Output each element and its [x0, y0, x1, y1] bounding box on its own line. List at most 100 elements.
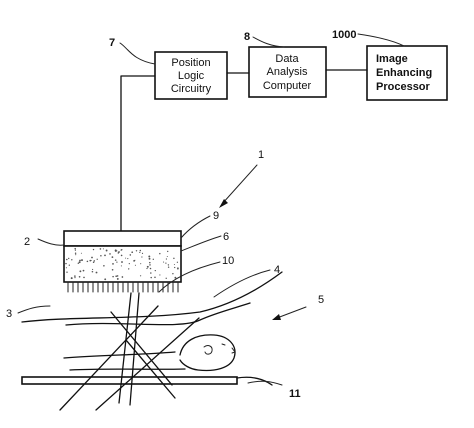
stipple-dot	[154, 276, 156, 279]
stipple-dot	[99, 248, 102, 250]
stipple-dot	[129, 254, 132, 256]
stipple-dot	[65, 262, 67, 265]
leader-6	[180, 235, 222, 252]
leader-2	[37, 238, 65, 246]
table-extension	[236, 376, 273, 386]
stipple-dot	[79, 270, 82, 273]
stipple-dot	[78, 275, 81, 278]
stipple-dot	[95, 271, 98, 274]
leader-4	[213, 269, 271, 298]
stipple-dot	[112, 275, 114, 278]
stipple-dot	[91, 256, 93, 259]
stipple-dot	[96, 258, 98, 260]
leader-lines	[17, 33, 405, 386]
stipple-dot	[81, 259, 83, 262]
stipple-dot	[149, 264, 151, 266]
ray-2	[118, 292, 132, 404]
ref-2: 2	[24, 236, 30, 248]
stipple-dot	[79, 259, 81, 262]
stipple-dot	[100, 255, 102, 257]
patient-body-upper	[21, 271, 283, 323]
patient-ear	[203, 345, 213, 355]
arrow-1-shaft	[221, 164, 258, 205]
stipple-dot	[167, 250, 169, 253]
stipple-dot	[172, 272, 174, 275]
ray-3	[129, 292, 140, 406]
stipple-dot	[167, 264, 170, 266]
leader-9	[180, 215, 211, 239]
stipple-dot	[102, 248, 104, 250]
stipple-dot	[104, 278, 107, 281]
stipple-dot	[150, 272, 152, 274]
image-enhancing-processor-box: Image Enhancing Processor	[366, 45, 448, 101]
ref-1000: 1000	[332, 29, 356, 41]
stipple-dot	[128, 263, 130, 265]
patient-head	[179, 334, 236, 372]
stipple-dot	[74, 276, 76, 279]
stipple-dot	[165, 262, 167, 264]
ref-4: 4	[274, 264, 280, 276]
stipple-dot	[177, 268, 179, 270]
image-enhancing-line2: Enhancing	[376, 67, 432, 79]
ref-6: 6	[223, 231, 229, 243]
ref-8: 8	[244, 31, 250, 43]
ray-4	[110, 311, 173, 386]
stipple-dot	[92, 268, 94, 271]
ref-3: 3	[6, 308, 12, 320]
collimator-teeth	[67, 281, 179, 293]
stipple-dot	[116, 277, 119, 280]
stipple-dot	[89, 259, 92, 262]
stipple-dot	[159, 253, 161, 255]
stipple-dot	[148, 257, 151, 260]
stipple-dot	[120, 265, 122, 267]
data-analysis-computer-box: Data Analysis Computer	[248, 46, 327, 98]
stipple-dot	[116, 261, 118, 263]
stipple-dot	[146, 265, 149, 268]
data-analysis-line3: Computer	[263, 80, 312, 92]
stipple-dot	[128, 268, 130, 270]
stipple-dot	[117, 252, 120, 254]
stipple-dot	[139, 249, 142, 252]
stipple-dot	[166, 255, 168, 258]
reference-numerals: 7 8 1000 1 9 2 6 10 4 5 3 11	[6, 29, 356, 400]
ref-11: 11	[289, 388, 301, 400]
stipple-dot	[75, 254, 77, 256]
stipple-dot	[91, 271, 93, 273]
stipple-dot	[139, 275, 142, 277]
stipple-dot	[66, 258, 68, 261]
stipple-dot	[65, 267, 67, 269]
radiation-rays	[59, 292, 200, 411]
leader-10	[158, 261, 221, 293]
patient-eye	[221, 343, 226, 346]
stipple-dot	[93, 260, 96, 262]
position-logic-line2: Logic	[178, 70, 205, 82]
stipple-dot	[167, 266, 170, 268]
stipple-dot	[127, 258, 129, 260]
stipple-dot	[173, 263, 175, 266]
stipple-dot	[90, 259, 92, 262]
stipple-dot	[71, 259, 73, 261]
patient-back	[69, 368, 186, 371]
ray-1	[59, 305, 159, 411]
leader-11	[247, 380, 283, 386]
scintillator-stipple	[65, 247, 179, 281]
stipple-dot	[148, 255, 151, 258]
stipple-dot	[92, 248, 95, 251]
ray-6	[125, 339, 176, 399]
stipple-dot	[150, 276, 152, 279]
stipple-dot	[134, 259, 136, 261]
stipple-dot	[116, 275, 119, 277]
stipple-dot	[77, 262, 80, 265]
data-analysis-line1: Data	[275, 53, 299, 65]
stipple-dot	[78, 261, 81, 264]
stipple-dot	[70, 277, 73, 280]
position-logic-line1: Position	[171, 57, 210, 69]
stipple-dot	[115, 275, 118, 278]
patient-nose	[231, 347, 236, 354]
stipple-dot	[152, 258, 154, 260]
stipple-dot	[80, 252, 82, 254]
image-enhancing-line3: Processor	[376, 81, 431, 93]
leader-1000	[357, 33, 405, 47]
stipple-dot	[109, 253, 111, 255]
stipple-dot	[112, 263, 114, 265]
